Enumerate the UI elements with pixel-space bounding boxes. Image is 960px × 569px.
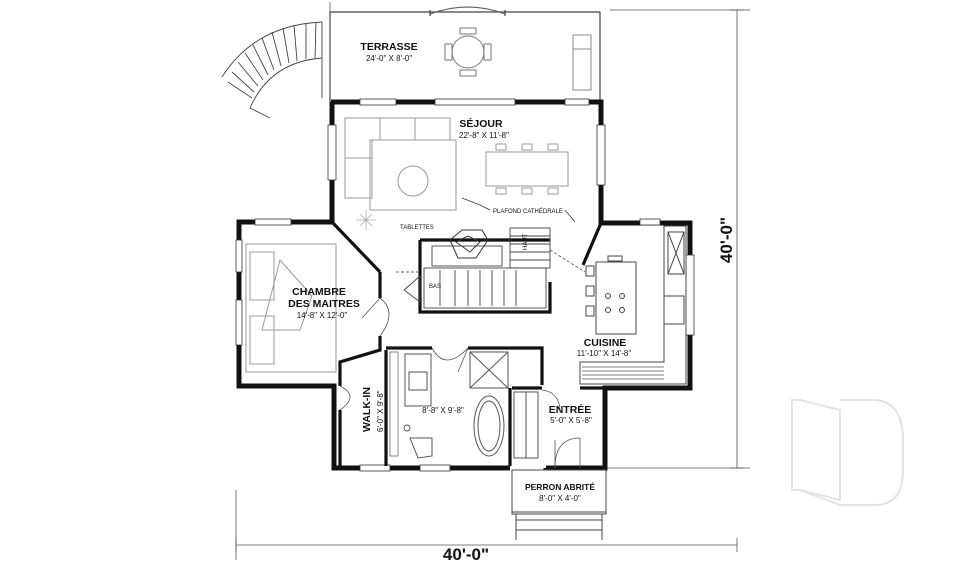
dimension-lines — [235, 2, 750, 560]
chambre-dims: 14'-8" X 12'-0" — [297, 311, 348, 320]
doors — [339, 297, 581, 469]
curved-stair — [221, 21, 323, 119]
overall-depth: 40'-0" — [717, 217, 736, 263]
kitchen-cabinets — [582, 366, 664, 380]
terrace-name: TERRASSE — [360, 41, 417, 53]
entree-dims: 5'-0" X 5'-8" — [550, 416, 592, 425]
windows — [235, 98, 695, 472]
cuisine-name: CUISINE — [584, 337, 627, 349]
watermark-logo — [791, 399, 904, 506]
sejour-dims: 22'-8" X 11'-8" — [459, 131, 509, 140]
main-stair — [403, 227, 551, 309]
terrace-dims: 24'-0" X 8'-0" — [366, 54, 412, 63]
chambre-name-2: DES MAITRES — [288, 298, 360, 310]
cuisine-dims: 11'-10" X 14'-8" — [577, 349, 632, 358]
terrace-table — [444, 27, 492, 77]
walkin-dims: 6'-0" X 9'-8" — [376, 390, 385, 432]
bed — [245, 243, 337, 373]
interior-walls — [330, 220, 605, 466]
terrace-lounger — [572, 34, 592, 91]
fireplace — [449, 229, 489, 259]
bath-fixtures — [403, 351, 509, 459]
sejour-name: SÉJOUR — [459, 117, 503, 130]
entry-closet — [513, 391, 539, 459]
ceiling-note: PLAFOND CATHÉDRALE — [493, 208, 563, 215]
chambre-name-1: CHAMBRE — [292, 286, 346, 298]
kitchen-counters — [579, 225, 687, 385]
walkin-name: WALK-IN — [361, 387, 373, 432]
walkin-shelves — [389, 351, 399, 457]
dining-table — [485, 143, 569, 195]
annotation-leaders — [396, 197, 586, 273]
stair-down-note: BAS — [429, 284, 441, 290]
living-sofa — [344, 117, 457, 211]
stair-up-note: HAUT — [523, 233, 529, 250]
porch — [511, 469, 607, 540]
perron-dims: 8'-0" X 4'-0" — [539, 494, 581, 503]
bath-dims: 8'-8" X 9'-8" — [422, 406, 464, 415]
terrace — [329, 6, 601, 102]
perron-name: PERRON ABRITÉ — [525, 482, 595, 492]
shelves-note: TABLETTES — [400, 225, 434, 231]
plant — [356, 210, 376, 230]
overall-width: 40'-0" — [443, 545, 489, 564]
entree-name: ENTRÉE — [549, 403, 592, 416]
